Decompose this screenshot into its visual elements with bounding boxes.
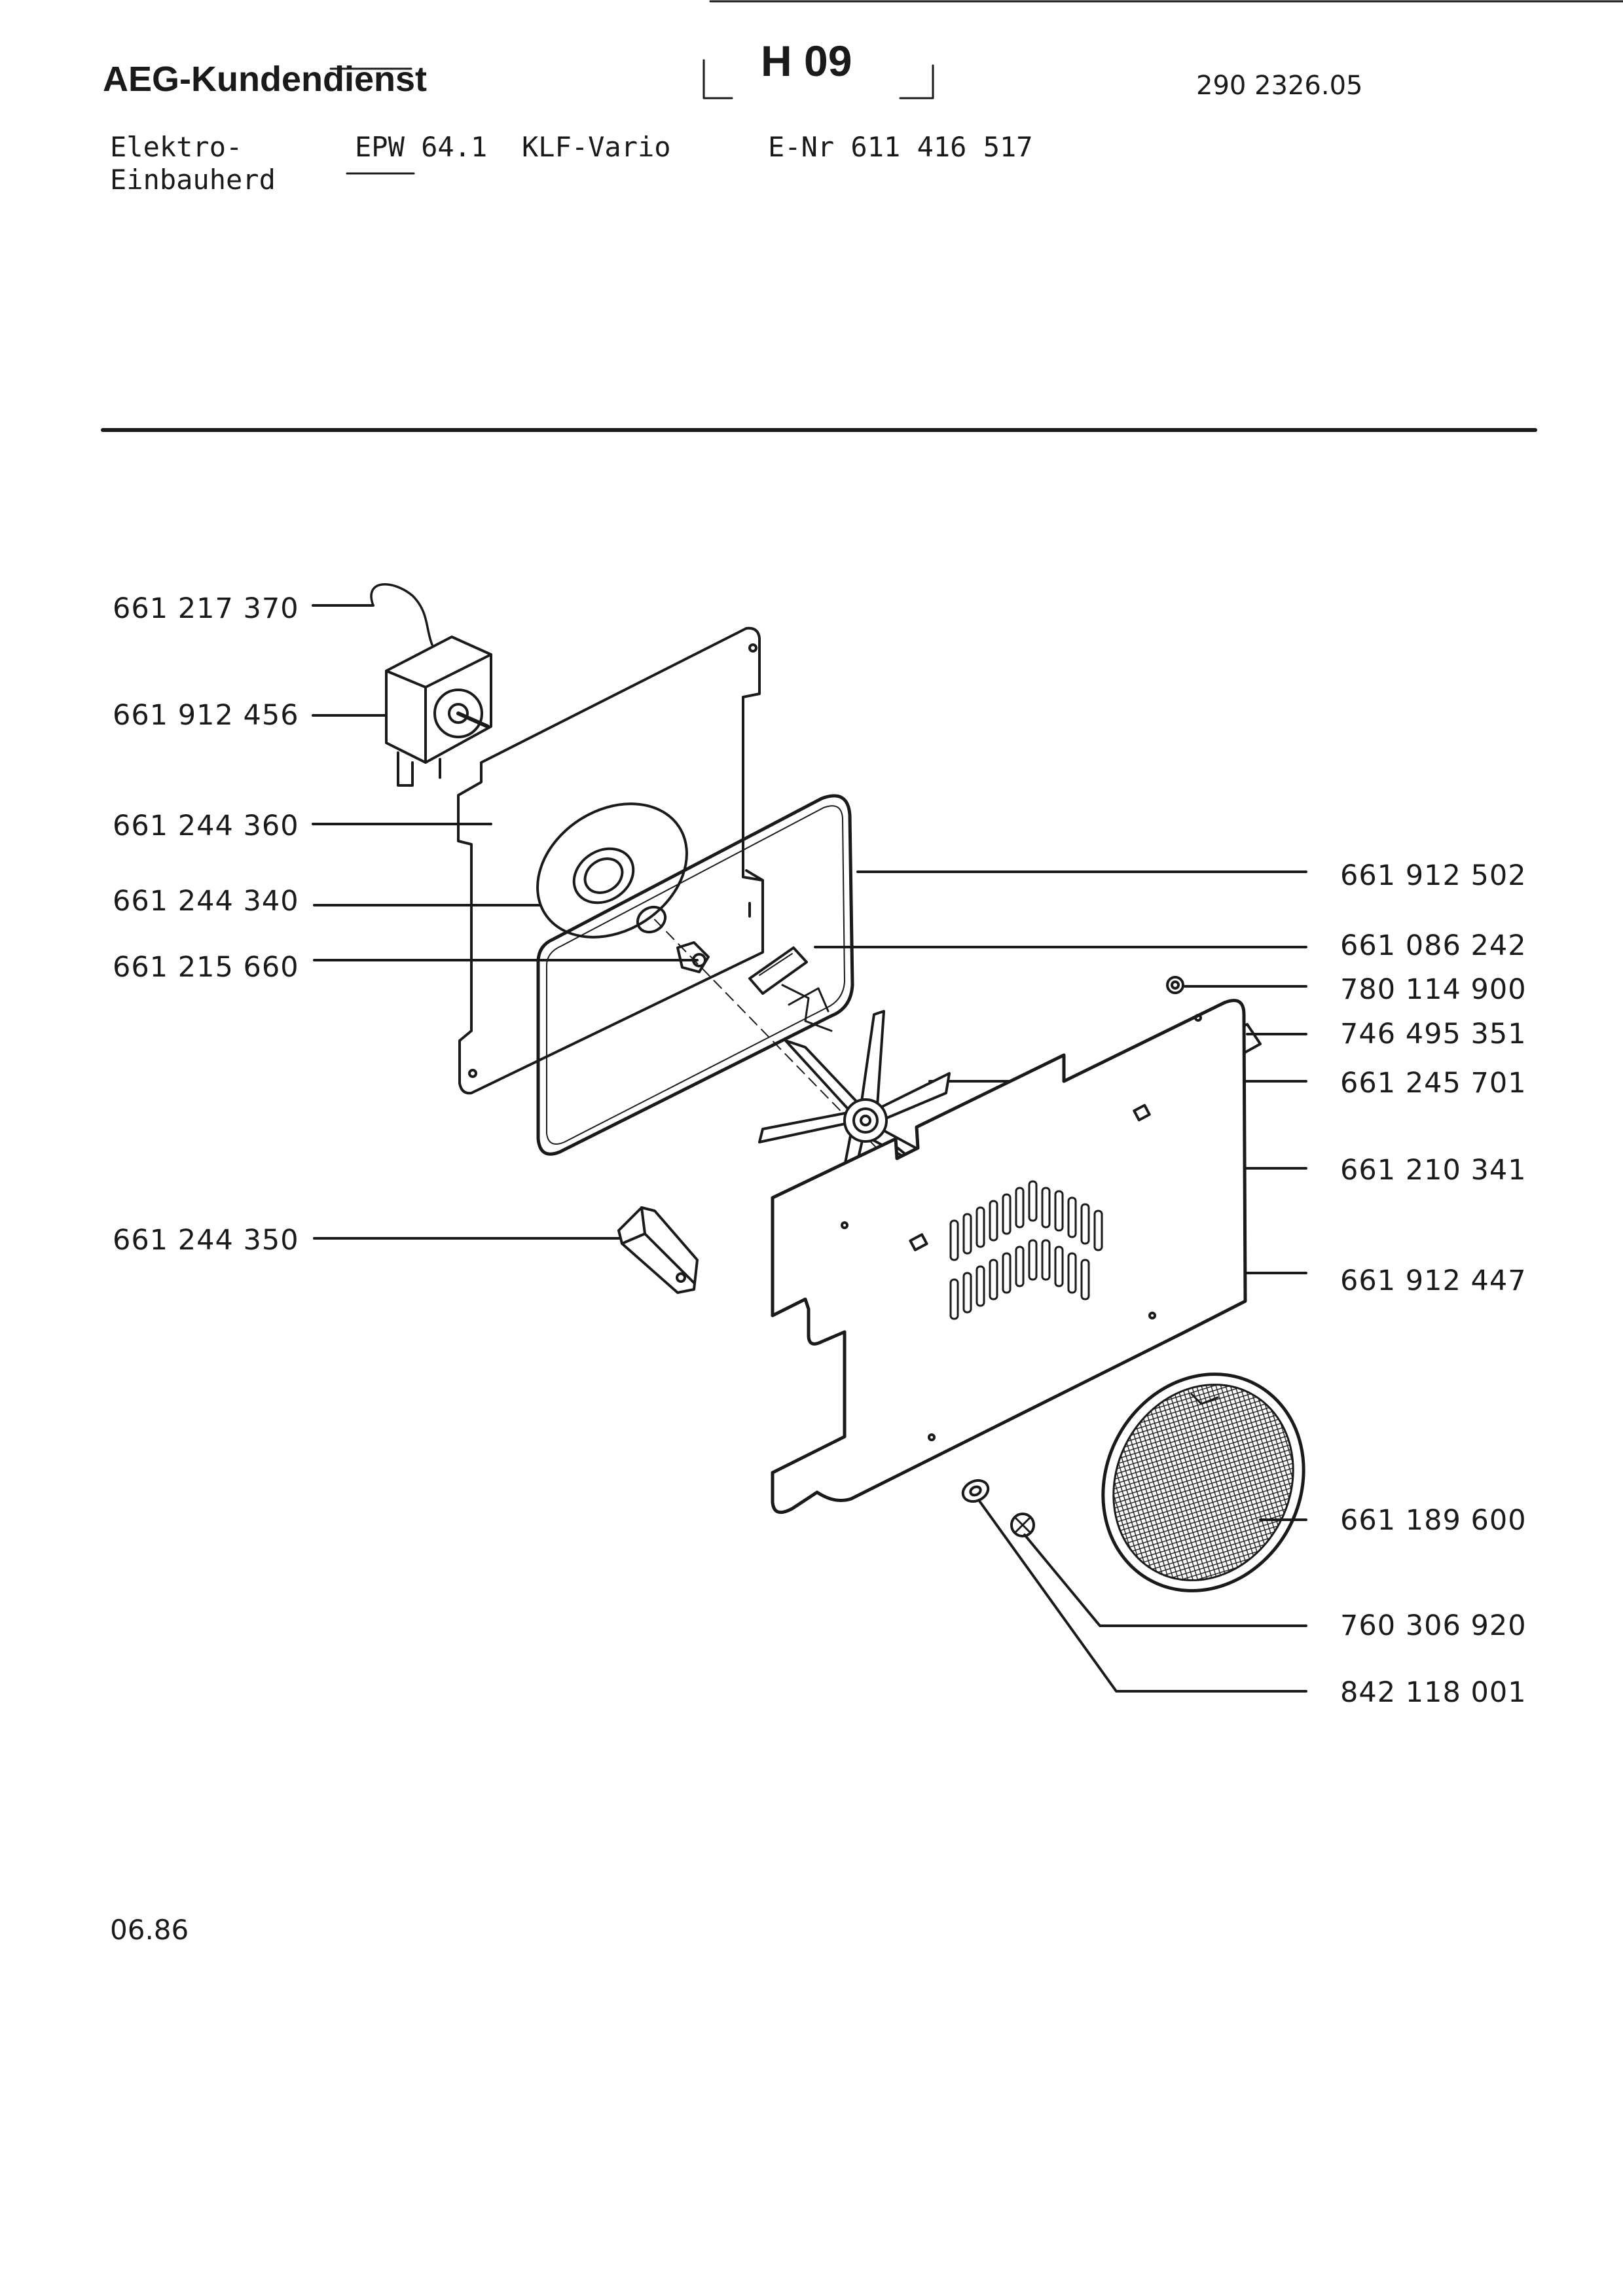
- cover-hole: [1133, 1103, 1151, 1122]
- part-number-label: 780 114 900: [1340, 973, 1527, 1006]
- part-number-label: 661 912 502: [1340, 859, 1527, 892]
- part-number-label: 661 244 340: [113, 885, 299, 918]
- bottom-screw-slot: [1015, 1517, 1030, 1533]
- part-number-label: 842 118 001: [1340, 1676, 1527, 1709]
- product-type-line1: Elektro-: [110, 131, 243, 163]
- section-bracket-right: [899, 64, 934, 99]
- part-number-label: 746 495 351: [1340, 1018, 1527, 1050]
- rear-mounting-plate: [457, 626, 764, 1095]
- fan-motor: [385, 636, 492, 787]
- motor-hub: [572, 847, 635, 905]
- grease-filter: [1101, 1372, 1305, 1592]
- part-number-label: 661 244 360: [113, 810, 299, 842]
- cover-hole: [841, 1221, 848, 1229]
- e-number: E-Nr 611 416 517: [768, 131, 1033, 163]
- part-number-label: 661 244 350: [113, 1224, 299, 1257]
- part-number-label: 760 306 920: [1340, 1609, 1527, 1642]
- shaft-axis: [654, 919, 878, 1149]
- bottom-washer: [961, 1479, 990, 1503]
- rear-plate-edge: [745, 869, 764, 882]
- bottom-washer-hole: [969, 1485, 982, 1497]
- shaft-washer: [636, 905, 667, 934]
- bottom-screw: [1010, 1513, 1035, 1537]
- hex-nut: [1166, 976, 1184, 994]
- part-number-label: 661 245 701: [1340, 1067, 1527, 1100]
- part-number-label: 661 210 341: [1340, 1154, 1527, 1187]
- ventilation-slots: [949, 1180, 1103, 1320]
- part-number-label: 661 217 370: [113, 592, 299, 625]
- hex-nut-hole: [1171, 980, 1180, 990]
- part-number-label: 661 912 456: [113, 699, 299, 732]
- section-bracket-left: [702, 59, 733, 99]
- motor-cable: [370, 583, 433, 646]
- model-variant: KLF-Vario: [522, 131, 671, 163]
- part-number-label: 661 912 447: [1340, 1265, 1527, 1297]
- document-number: 290 2326.05: [1196, 71, 1363, 101]
- model-number: EPW 64.1: [355, 131, 488, 163]
- section-code: H 09: [761, 37, 852, 85]
- fan-cover-seal: [536, 794, 854, 1156]
- front-cover-edge: [850, 1300, 1246, 1499]
- motor-mount-disc: [536, 802, 688, 939]
- motor-hub-inner: [583, 857, 624, 894]
- front-fan-cover: [771, 999, 1247, 1515]
- bracket-clip: [748, 946, 833, 1032]
- cover-hole: [1194, 1014, 1202, 1022]
- holder-bracket: [617, 1206, 699, 1294]
- part-number-label: 661 086 242: [1340, 929, 1527, 962]
- part-number-label: 661 189 600: [1340, 1504, 1527, 1537]
- part-number-label: 661 215 660: [113, 951, 299, 984]
- mounting-hole: [748, 643, 757, 653]
- cover-hole: [1148, 1312, 1156, 1319]
- product-type-line2: Einbauherd: [110, 164, 276, 196]
- leader-line: [1023, 1534, 1307, 1627]
- cover-hole: [928, 1433, 936, 1441]
- cover-hole: [909, 1233, 928, 1251]
- brand-title: AEG-Kundendienst: [103, 60, 427, 99]
- mounting-hole: [468, 1069, 477, 1078]
- leader-line: [977, 1499, 1307, 1693]
- revision-date: 06.86: [110, 1914, 189, 1946]
